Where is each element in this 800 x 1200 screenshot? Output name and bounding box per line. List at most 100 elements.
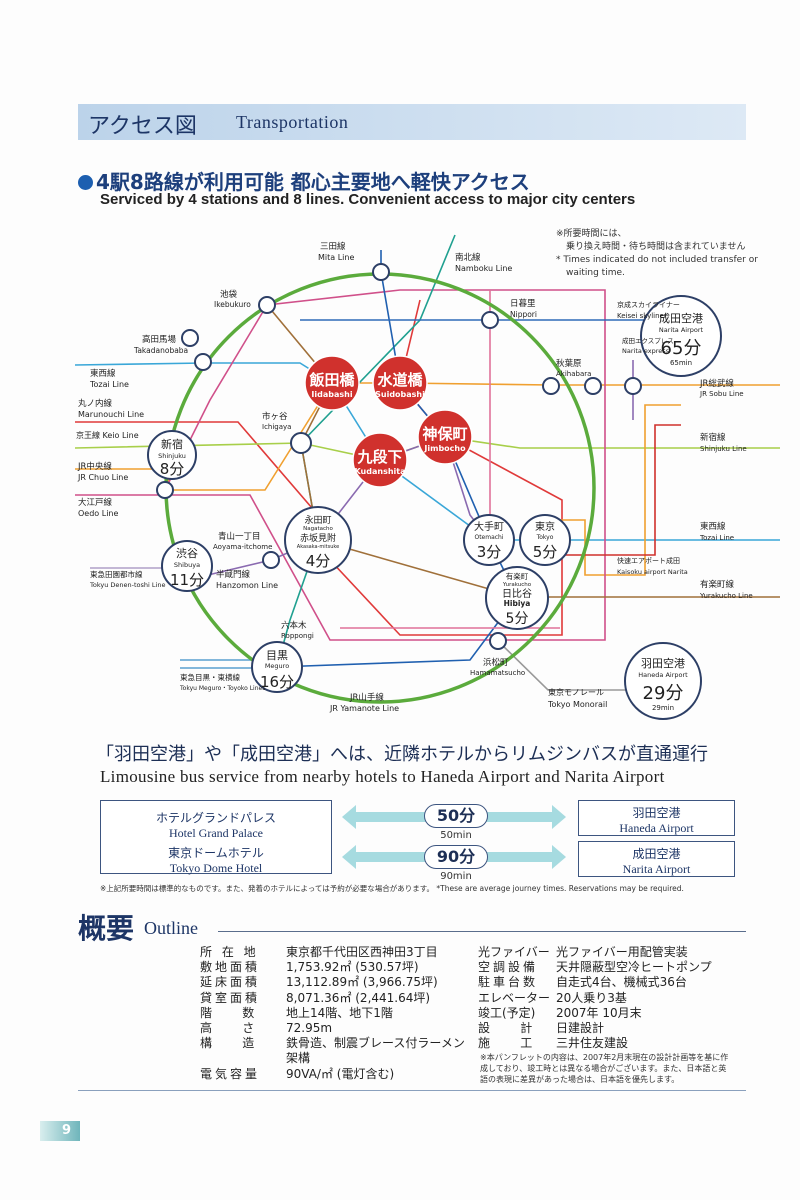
headline-en: Serviced by 4 stations and 8 lines. Conv… bbox=[100, 191, 636, 208]
route-2-min: 90min bbox=[440, 871, 472, 882]
meguro-time: 16分 bbox=[260, 673, 294, 691]
yurakucho-line-en: Yurakucho Line bbox=[699, 592, 753, 600]
hotel-2-en: Tokyo Dome Hotel bbox=[169, 861, 263, 875]
station-mita bbox=[372, 263, 390, 281]
line-labels: 三田線 Mita Line 南北線 Namboku Line 東西線 Tozai… bbox=[76, 241, 753, 713]
outline-key: 階 数 bbox=[200, 1005, 258, 1020]
station-nippori bbox=[481, 311, 499, 329]
narita-box: 成田空港 Narita Airport bbox=[578, 841, 735, 877]
section-title-en: Transportation bbox=[236, 112, 349, 132]
station-jimbocho bbox=[417, 409, 473, 465]
outline-value: 自走式4台、機械式36台 bbox=[556, 975, 687, 990]
narita-box-en: Narita Airport bbox=[622, 862, 691, 876]
station-shinjuku bbox=[147, 430, 197, 480]
station-shibuya bbox=[161, 540, 213, 592]
ichigaya-en: Ichigaya bbox=[262, 423, 291, 431]
haneda-en: Haneda Airport bbox=[638, 671, 688, 679]
monorail-jp: 東京モノレール bbox=[548, 687, 604, 697]
outline-value: 13,112.89㎡ (3,966.75坪) bbox=[286, 975, 438, 990]
outline-value: 日建設計 bbox=[556, 1021, 605, 1036]
hanzomon-en: Hanzomon Line bbox=[216, 581, 278, 590]
shibuya-jp: 渋谷 bbox=[176, 547, 198, 560]
mita-line bbox=[276, 250, 518, 668]
akihabara-en: Akihabara bbox=[556, 370, 591, 378]
yamanote-line bbox=[164, 272, 596, 704]
narita-express-jp: 成田エクスプレス bbox=[622, 336, 674, 345]
outline-value: 東京都千代田区西神田3丁目 bbox=[286, 945, 438, 959]
outline-value: 鉄骨造、制震ブレース付ラーメン bbox=[286, 1036, 465, 1051]
nagatacho-en: Nagatacho bbox=[303, 526, 333, 532]
map-note: ※所要時間には、 乗り換え時間・待ち時間は含まれていません * Times in… bbox=[556, 228, 758, 280]
haneda-box: 羽田空港 Haneda Airport bbox=[578, 800, 735, 836]
outline-key: 延床面積 bbox=[200, 975, 261, 990]
kudanshita-en: Kudanshita bbox=[355, 467, 406, 476]
sobu-jp: JR総武線 bbox=[699, 378, 734, 389]
keisei-en: Keisei skyliner bbox=[617, 312, 667, 320]
route-2-time: 90分 bbox=[424, 845, 488, 869]
limousine-title-jp: 「羽田空港」や「成田空港」へは、近隣ホテルからリムジンバスが直通運行 bbox=[96, 744, 708, 765]
outline-row: 貸室面積 8,071.36㎡ (2,441.64坪) bbox=[200, 991, 465, 1006]
station-aoyama bbox=[262, 551, 280, 569]
bullet-icon bbox=[78, 175, 93, 190]
jimbocho-en: Jimbocho bbox=[423, 444, 466, 453]
meguro-en: Meguro bbox=[265, 662, 289, 670]
station-hibiya bbox=[485, 566, 549, 630]
map-note-jp2: 乗り換え時間・待ち時間は含まれていません bbox=[566, 242, 746, 252]
oedo-en: Oedo Line bbox=[78, 509, 118, 518]
outline-row: 敷地面積 1,753.92㎡ (530.57坪) bbox=[200, 960, 465, 975]
narita-time: 65分 bbox=[661, 338, 702, 359]
station-sobu-2 bbox=[624, 377, 642, 395]
narita-min: 65min bbox=[670, 359, 692, 367]
outline-value: 光ファイバー用配管実装 bbox=[556, 945, 688, 959]
page-number-tab: 9 bbox=[40, 1121, 80, 1141]
chuo-jp: JR中央線 bbox=[77, 461, 112, 472]
marunouchi-en: Marunouchi Line bbox=[78, 410, 144, 419]
suidobashi-jp: 水道橋 bbox=[377, 371, 423, 389]
outline-row: 架構 bbox=[200, 1051, 465, 1066]
map-note-en1: * Times indicated do not included transf… bbox=[556, 255, 758, 265]
outline-row: 構 造鉄骨造、制震ブレース付ラーメン bbox=[200, 1036, 465, 1051]
akasaka-jp: 赤坂見附 bbox=[300, 532, 336, 544]
station-kudanshita bbox=[352, 432, 408, 488]
outline-row: 延床面積 13,112.89㎡ (3,966.75坪) bbox=[200, 975, 465, 990]
headline-jp: 4駅8路線が利用可能 都心主要地へ軽快アクセス bbox=[96, 170, 530, 194]
outline-row: 階 数地上14階、地下1階 bbox=[200, 1006, 465, 1021]
hanzomon-jp: 半蔵門線 bbox=[216, 569, 251, 580]
yurakucho-line-jp: 有楽町線 bbox=[700, 579, 735, 590]
tozai-right-jp: 東西線 bbox=[700, 521, 726, 532]
mita-en: Mita Line bbox=[318, 253, 354, 262]
kaisoku-en: Kaisoku airport Narita bbox=[617, 568, 688, 576]
tokyu-meguro-en: Tokyu Meguro・Toyoko Lines bbox=[179, 685, 265, 692]
yamanote-en: JR Yamanote Line bbox=[329, 704, 399, 713]
haneda-jp: 羽田空港 bbox=[641, 656, 685, 670]
outline-note: ※本パンフレットの内容は、2007年2月末現在の設計計画等を基に作成しており、竣… bbox=[480, 1053, 729, 1084]
section-header: アクセス図 Transportation bbox=[78, 104, 746, 140]
station-tozai bbox=[194, 353, 212, 371]
nippori-en: Nippori bbox=[510, 310, 537, 319]
hibiya-jp: 日比谷 bbox=[502, 588, 532, 600]
mita-jp: 三田線 bbox=[320, 241, 346, 252]
outline-value: 架構 bbox=[286, 1051, 311, 1066]
limousine-title-en: Limousine bus service from nearby hotels… bbox=[100, 767, 665, 786]
page-number: 9 bbox=[61, 1123, 71, 1138]
outline-row: 光ファイバー光ファイバー用配管実装 bbox=[478, 945, 712, 960]
kaisoku-jp: 快速エアポート成田 bbox=[617, 556, 680, 565]
station-narita-airport bbox=[640, 295, 722, 377]
station-otemachi bbox=[463, 514, 515, 566]
outline-row: 竣工(予定)2007年 10月末 bbox=[478, 1006, 712, 1021]
outline-key: 光ファイバー bbox=[478, 945, 550, 959]
outline-title-en: Outline bbox=[144, 918, 198, 938]
outline-row: 設 計日建設計 bbox=[478, 1021, 712, 1036]
takadanobaba-en: Takadanobaba bbox=[133, 346, 188, 355]
shinjuku-jp: 新宿 bbox=[161, 437, 183, 451]
outline-key: 高 さ bbox=[200, 1021, 258, 1036]
tokyo-en: Tokyo bbox=[536, 534, 554, 541]
ikebukuro-en: Ikebukuro bbox=[214, 300, 251, 309]
section-title-jp: アクセス図 bbox=[88, 114, 197, 139]
footer-divider bbox=[78, 1090, 746, 1091]
yamanote-jp: JR山手線 bbox=[349, 692, 384, 703]
shibuya-time: 11分 bbox=[170, 571, 204, 589]
tokyo-jp: 東京 bbox=[535, 520, 555, 533]
monorail-en: Tokyo Monorail bbox=[547, 700, 607, 709]
yurakucho-jp: 有楽町 bbox=[506, 571, 529, 581]
